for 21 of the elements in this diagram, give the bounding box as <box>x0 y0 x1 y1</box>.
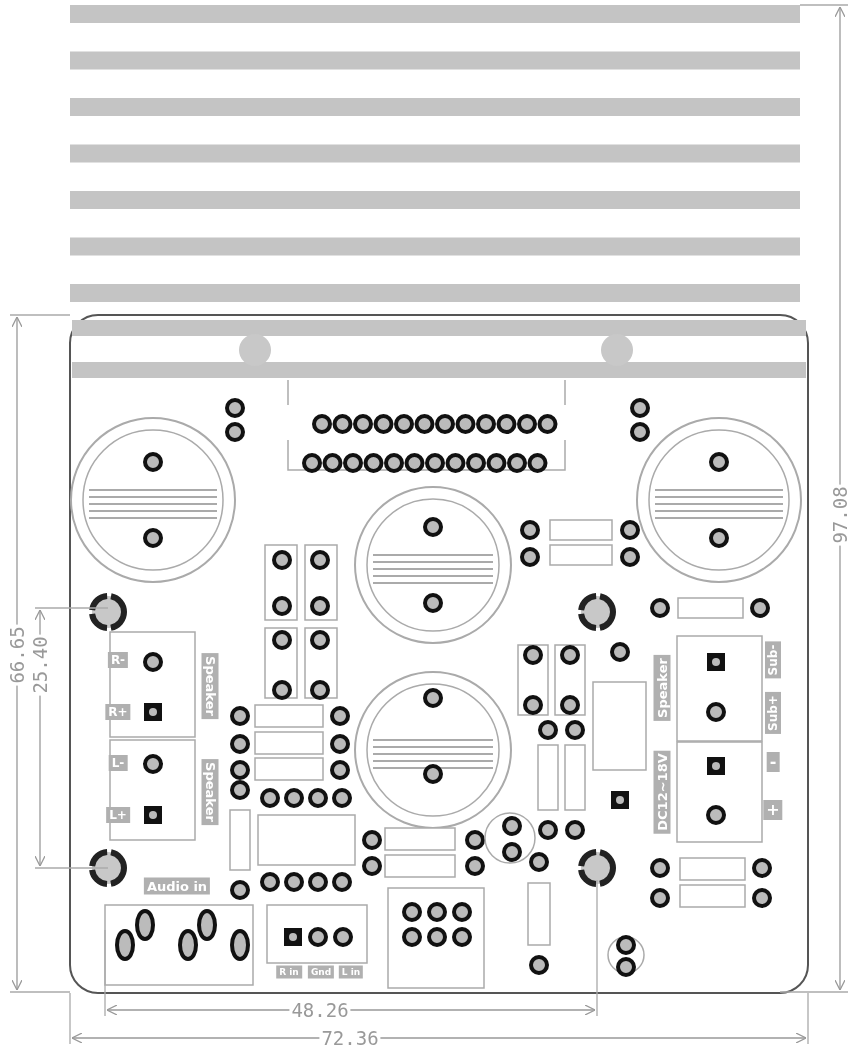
silkscreen-label: Sub+ <box>765 692 781 734</box>
dimension-value: 72.36 <box>319 1028 381 1048</box>
silkscreen-label: L in <box>338 965 364 979</box>
silkscreen-label: Speaker <box>201 759 219 825</box>
silkscreen-label: Speaker <box>653 655 671 721</box>
dimension-value: 25.40 <box>30 634 50 696</box>
silkscreen-label: L+ <box>106 807 130 823</box>
silkscreen-label: + <box>763 800 783 820</box>
silkscreen-label: DC12~18V <box>653 750 671 834</box>
dimension-value: 48.26 <box>289 1000 351 1020</box>
dimension-value: 97.08 <box>830 484 850 546</box>
silkscreen-label: R in <box>276 965 302 979</box>
silkscreen-label: L- <box>108 755 128 771</box>
silkscreen-label: Speaker <box>201 653 219 719</box>
silkscreen-label: R- <box>107 652 129 668</box>
silkscreen-label: Sub- <box>765 641 781 679</box>
silkscreen-label: - <box>766 752 780 772</box>
silkscreen-label: Audio in <box>143 877 211 895</box>
silkscreen-label: Gnd <box>307 965 335 979</box>
silkscreen-label: R+ <box>105 704 131 720</box>
dimension-value: 66.65 <box>7 624 27 686</box>
